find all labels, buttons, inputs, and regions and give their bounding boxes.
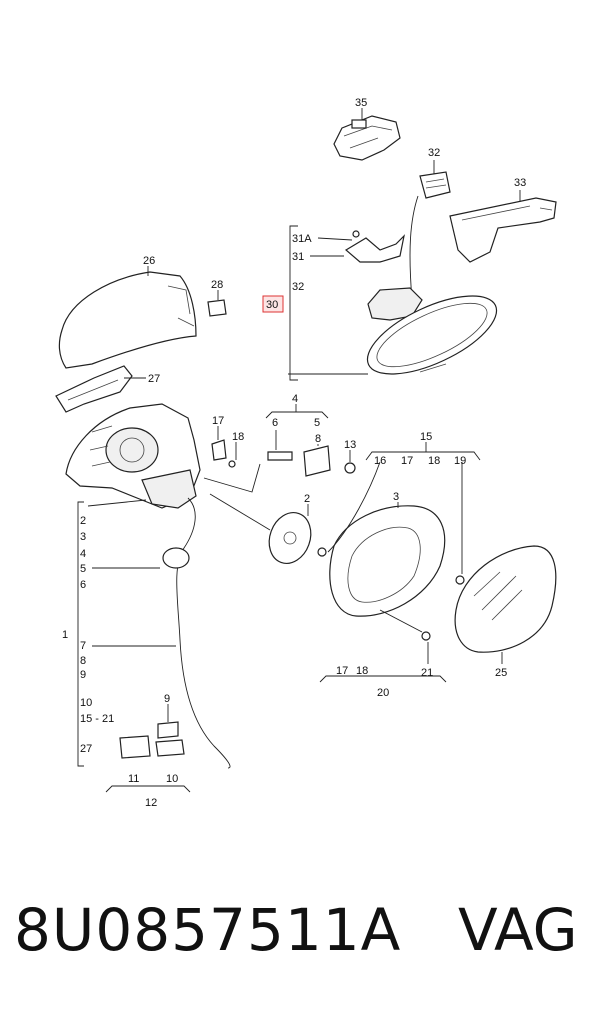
callout-15: 15 <box>420 431 432 443</box>
callout-32: 32 <box>292 281 304 293</box>
part-27-turn-signal <box>55 365 146 413</box>
wiring-harness <box>119 497 231 769</box>
callout-2-side: 2 <box>80 515 86 527</box>
callout-9: 9 <box>164 693 170 705</box>
callout-4-side: 4 <box>80 548 86 560</box>
exploded-parts-diagram: 35 32 33 31A 31 32 30 26 28 27 4 6 5 17 … <box>55 97 557 809</box>
part-35-module <box>333 108 401 161</box>
callout-16: 16 <box>374 455 386 467</box>
part-26-mirror-cap <box>58 266 197 369</box>
callout-6: 6 <box>272 417 278 429</box>
callout-4: 4 <box>292 393 298 405</box>
callout-30-highlight <box>262 295 284 313</box>
callout-10-side: 10 <box>80 697 92 709</box>
callout-2: 2 <box>304 493 310 505</box>
callout-18-right: 18 <box>428 455 440 467</box>
part-30-mirror-assembly <box>288 225 498 381</box>
callout-27-side: 27 <box>80 743 92 755</box>
mirror-housing-base <box>65 403 201 509</box>
callout-5-side: 5 <box>80 563 86 575</box>
part-20-bracket <box>319 675 447 683</box>
callout-15-21: 15 - 21 <box>80 713 114 725</box>
callout-20: 20 <box>377 687 389 699</box>
callout-26: 26 <box>143 255 155 267</box>
callout-33: 33 <box>514 177 526 189</box>
callout-18-bottom: 18 <box>356 665 368 677</box>
callout-8-side: 8 <box>80 655 86 667</box>
callout-3-side: 3 <box>80 531 86 543</box>
callout-7: 7 <box>80 640 86 652</box>
callout-32-top: 32 <box>428 147 440 159</box>
callout-11: 11 <box>128 773 139 785</box>
callout-13: 13 <box>344 439 356 451</box>
part-3-glass-carrier <box>327 461 465 664</box>
callout-1: 1 <box>62 629 68 641</box>
callout-12: 12 <box>145 797 157 809</box>
callout-17-right: 17 <box>401 455 413 467</box>
part-2-adjustment-motor <box>203 463 327 564</box>
callout-10: 10 <box>166 773 178 785</box>
part-15-group <box>365 442 481 461</box>
part-33-trim-cover <box>449 190 557 263</box>
callout-17-left: 17 <box>212 415 224 427</box>
callout-17-bottom: 17 <box>336 665 348 677</box>
part-32-connector <box>409 160 451 301</box>
callout-31: 31 <box>292 251 304 263</box>
callout-3: 3 <box>393 491 399 503</box>
callout-31a: 31A <box>292 233 312 245</box>
callout-21: 21 <box>421 667 433 679</box>
part-4-group <box>265 404 356 477</box>
part-number-text: 8U0857511A <box>14 896 402 964</box>
callout-35: 35 <box>355 97 367 109</box>
callout-9-side: 9 <box>80 669 86 681</box>
part-1-bracket <box>77 499 176 767</box>
callout-8: 8 <box>315 433 321 445</box>
callout-27: 27 <box>148 373 160 385</box>
callout-19: 19 <box>454 455 466 467</box>
callout-5: 5 <box>314 417 320 429</box>
part-28-clip <box>207 290 227 317</box>
callout-28: 28 <box>211 279 223 291</box>
callout-6-side: 6 <box>80 579 86 591</box>
brand-text: VAG <box>458 896 578 964</box>
part-25-mirror-glass <box>454 545 557 664</box>
callout-18-left: 18 <box>232 431 244 443</box>
part-17-18-small-parts-left <box>211 426 237 468</box>
part-12-bracket <box>105 704 191 793</box>
callout-30: 30 <box>266 299 278 311</box>
callout-25: 25 <box>495 667 507 679</box>
